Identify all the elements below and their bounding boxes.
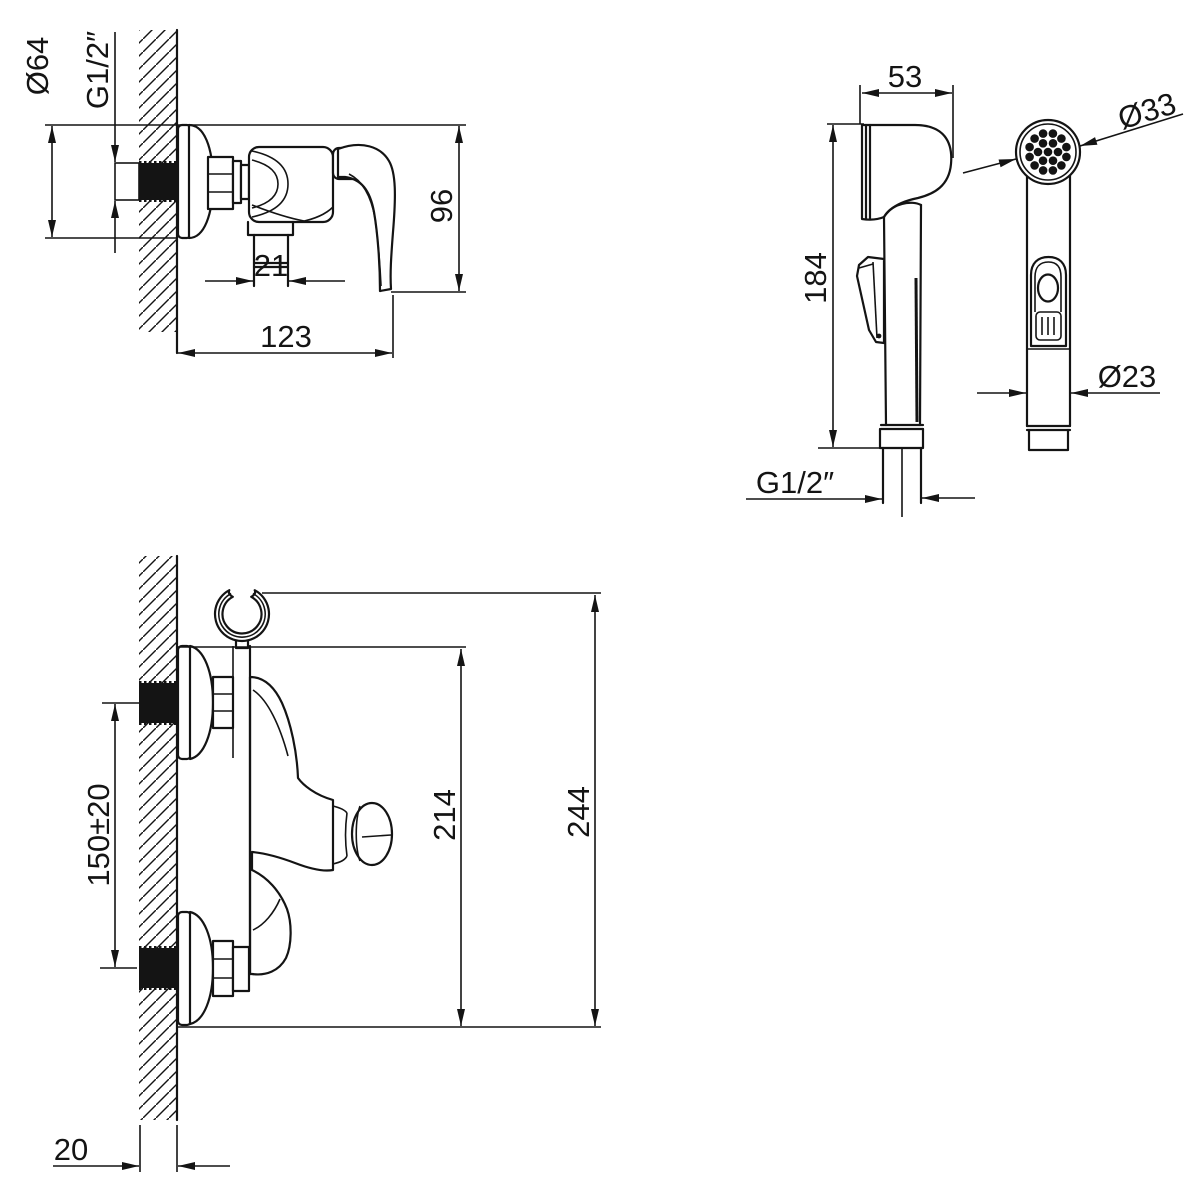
wall-supply-pipe bbox=[114, 161, 177, 202]
spray-nozzles bbox=[1025, 129, 1071, 175]
spray-handle-front bbox=[1025, 173, 1072, 452]
dim-label-spray-length: 184 bbox=[798, 252, 833, 304]
upper-inlet-pipe bbox=[139, 681, 177, 725]
spray-head-front bbox=[1014, 118, 1082, 186]
dim-label-body-height: 96 bbox=[424, 189, 459, 223]
lower-escutcheon bbox=[176, 910, 251, 1027]
mounting-nut bbox=[206, 155, 251, 211]
spray-handle-side bbox=[878, 203, 925, 517]
lever-handle bbox=[331, 144, 396, 293]
dim-label-overall-length: 123 bbox=[260, 319, 312, 354]
dim-label-hose-thread: G1/2″ bbox=[756, 465, 834, 500]
upper-escutcheon bbox=[176, 644, 235, 761]
escutcheon-flange bbox=[176, 123, 215, 240]
dim-label-spray-face-diameter: Ø33 bbox=[1114, 86, 1180, 137]
dim-label-outlet-width: 21 bbox=[254, 248, 288, 283]
dim-label-flange-diameter: Ø64 bbox=[20, 37, 55, 96]
wall-section-side bbox=[139, 554, 179, 1122]
handspray-front-view: Ø33 Ø23 bbox=[962, 86, 1184, 452]
spray-head-side bbox=[860, 123, 953, 221]
trigger-lever-side bbox=[855, 255, 886, 345]
dim-label-overall-height: 244 bbox=[561, 786, 596, 838]
dim-label-inlet-spacing: 150±20 bbox=[81, 783, 116, 886]
outlet-spout bbox=[246, 220, 295, 288]
mixer-side-view: 150±20 214 244 20 bbox=[53, 554, 601, 1172]
dim-label-wall-thickness: 20 bbox=[54, 1132, 88, 1167]
trigger-button-front bbox=[1027, 255, 1070, 350]
mixer-body-side bbox=[248, 644, 335, 976]
handspray-front-dimensions bbox=[962, 113, 1184, 397]
handspray-side-dimensions bbox=[746, 85, 975, 503]
diverter-knob bbox=[332, 801, 394, 867]
dim-label-head-depth: 53 bbox=[888, 59, 922, 94]
mixer-front-view: Ø64 G1/2″ 96 21 123 bbox=[20, 28, 466, 358]
mixer-body bbox=[247, 145, 335, 224]
lower-inlet-pipe bbox=[139, 946, 177, 990]
mixer-front-dimensions bbox=[45, 32, 466, 358]
handspray-side-view: 53 184 G1/2″ bbox=[746, 59, 975, 517]
dim-label-spray-handle-diameter: Ø23 bbox=[1098, 359, 1157, 394]
dim-label-wall-thread: G1/2″ bbox=[80, 31, 115, 109]
mixer-side-dimensions bbox=[53, 592, 601, 1172]
dim-label-holder-height: 214 bbox=[427, 789, 462, 841]
